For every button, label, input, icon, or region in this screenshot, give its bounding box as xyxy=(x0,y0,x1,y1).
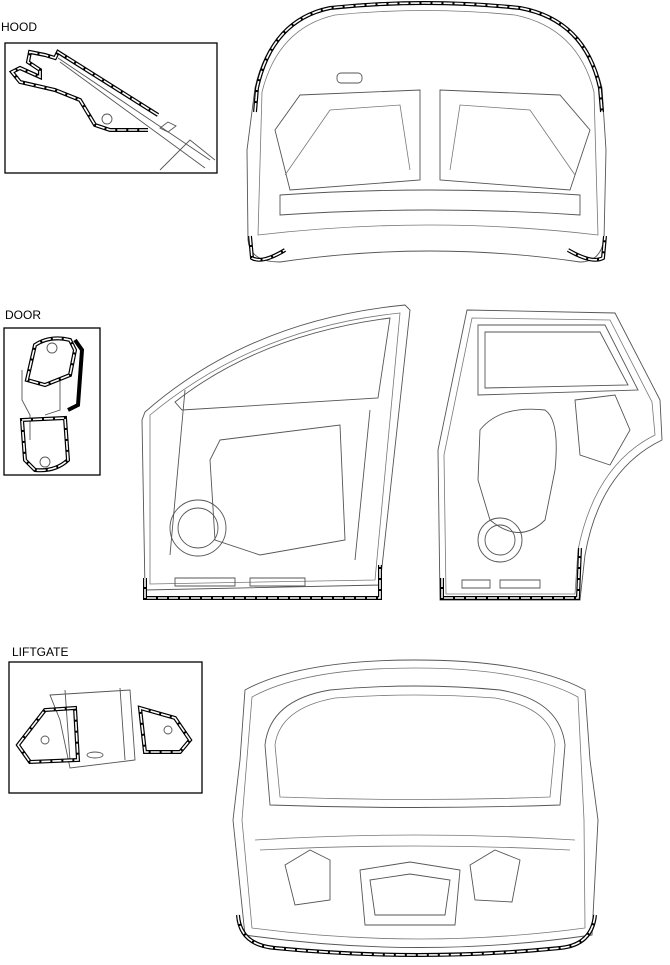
front-door-panel xyxy=(141,304,411,600)
hood-hem-detail xyxy=(4,42,218,174)
door-hinge-detail xyxy=(3,327,101,476)
liftgate-hinge-detail xyxy=(8,661,203,794)
door-label: DOOR xyxy=(5,308,41,322)
liftgate-label: LIFTGATE xyxy=(12,645,69,659)
liftgate-panel xyxy=(232,659,599,957)
hood-panel xyxy=(246,1,607,263)
hood-label: HOOD xyxy=(1,20,37,34)
rear-door-panel xyxy=(437,309,663,601)
